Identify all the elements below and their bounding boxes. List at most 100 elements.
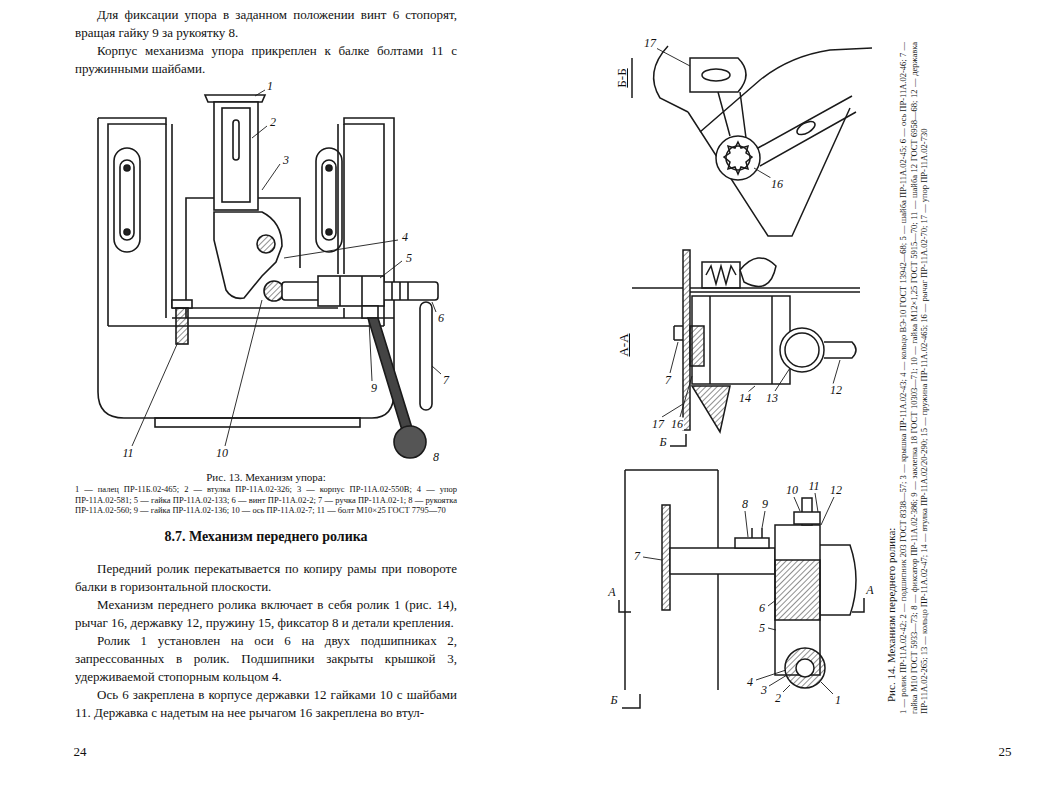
stop-mechanism-drawing-part [322, 160, 336, 240]
text-column: Рис. 14. Механизм переднего ролика:1 — р… [884, 42, 930, 714]
callout-number: 9 [370, 382, 378, 395]
roller-plan-view-part [625, 470, 718, 690]
callout-number: 7 [664, 374, 672, 387]
body-paragraph: Механизм переднего ролика включает в себ… [75, 596, 457, 632]
stop-mechanism-drawing-part [326, 229, 332, 235]
figure-caption-title: Рис. 14. Механизм переднего ролика: [884, 42, 898, 714]
roller-section-bb-part [688, 108, 850, 236]
roller-section-bb-part [718, 92, 746, 138]
callout-number: 2 [774, 692, 782, 705]
roller-plan-view-part [796, 659, 814, 677]
stop-mechanism-drawing-part [124, 229, 130, 235]
section-label: А-А [617, 332, 631, 357]
stop-mechanism-drawing-part [326, 165, 332, 171]
stop-mechanism-drawing-part [214, 102, 258, 210]
callout-number: 6 [437, 312, 445, 325]
stop-mechanism-drawing-part [205, 95, 265, 102]
roller-plan-view-part [643, 493, 834, 694]
callout-number: 3 [282, 154, 290, 167]
roller-section-bb-part [702, 69, 730, 81]
callout-number: 17 [651, 418, 665, 431]
page-number: 24 [74, 745, 87, 759]
callout-number: 10 [785, 484, 799, 497]
callout-number: А [607, 586, 616, 599]
roller-plan-view [619, 470, 864, 708]
section-label: Б-Б [615, 67, 629, 88]
text-column: Для фиксации упора в заданном положении … [75, 6, 457, 78]
body-paragraph: Передний ролик перекатывается по копиру … [75, 560, 457, 596]
roller-plan-view-part [752, 528, 762, 538]
stop-mechanism-drawing-part [222, 108, 250, 202]
roller-plan-view-part [619, 598, 864, 708]
roller-section-aa-part [824, 342, 856, 358]
callout-number: Б [658, 436, 667, 449]
parts-list: 1 — палец ПР-11Б.02-465; 2 — втулка ПР-1… [75, 484, 457, 516]
roller-plan-view-part [662, 505, 670, 610]
callout-number: 12 [829, 484, 843, 497]
body-paragraph: Для фиксации упора в заданном положении … [75, 6, 457, 42]
stop-mechanism-drawing-part [166, 124, 172, 318]
roller-plan-view-part [775, 560, 820, 620]
roller-section-aa [632, 250, 860, 446]
callout-number: 4 [746, 676, 754, 689]
roller-section-aa-part [690, 326, 704, 366]
callout-number: 6 [758, 602, 766, 615]
stop-mechanism-drawing-part [362, 306, 378, 318]
stop-mechanism-drawing-part [394, 426, 426, 458]
roller-section-aa-part [780, 328, 824, 372]
roller-section-bb-part [631, 58, 633, 98]
stop-mechanism-drawing-part [420, 302, 432, 410]
callout-number: 17 [643, 37, 657, 50]
stop-mechanism-drawing-part [98, 118, 166, 326]
stop-mechanism-drawing-part [155, 418, 360, 427]
callout-number: 7 [442, 374, 450, 387]
callout-number: 14 [738, 392, 752, 405]
roller-section-bb-part [716, 136, 760, 180]
roller-plan-view-part [735, 538, 769, 548]
roller-section-aa-part [740, 258, 776, 287]
parts-list: 1 — ролик ПР-11А.02-42; 2 — подшипник 20… [898, 42, 930, 714]
callout-number: 16 [670, 418, 684, 431]
roller-section-aa-part [662, 342, 840, 417]
roller-section-aa-part [702, 262, 740, 288]
roller-section-aa-part [706, 266, 736, 284]
stop-mechanism-drawing-part [233, 120, 239, 160]
stop-mechanism-drawing-part [114, 148, 140, 252]
stop-mechanism-drawing [98, 90, 441, 458]
callout-number: 9 [761, 498, 769, 511]
roller-section-aa-part [692, 386, 730, 432]
callout-number: А [865, 584, 874, 597]
stop-mechanism-drawing-part [368, 318, 412, 430]
callout-number: Б [609, 694, 618, 707]
roller-section-bb [632, 46, 872, 236]
roller-section-aa-part [632, 288, 860, 292]
roller-section-bb-part [656, 48, 771, 178]
callout-number: 10 [215, 447, 229, 460]
callout-number: 3 [760, 684, 768, 697]
callout-number: 11 [807, 480, 820, 493]
roller-section-bb-part [795, 119, 817, 138]
stop-mechanism-drawing-part [132, 90, 441, 446]
callout-number: 8 [432, 451, 440, 464]
stop-mechanism-drawing-part [340, 276, 362, 306]
section-heading: 8.7. Механизм переднего ролика [75, 528, 457, 546]
stop-mechanism-drawing-part [257, 235, 275, 253]
stop-mechanism-drawing-part [120, 160, 134, 240]
callout-number: 8 [741, 498, 749, 511]
callout-number: 4 [401, 231, 409, 244]
stop-mechanism-drawing-part [108, 308, 394, 326]
callout-number: 1 [266, 80, 274, 93]
body-paragraph: Корпус механизма упора прикреплен к балк… [75, 42, 457, 78]
page-number: 25 [999, 745, 1012, 759]
body-paragraph: Ось 6 закреплена в корпусе державки 12 г… [75, 686, 457, 722]
stop-mechanism-drawing-part [264, 281, 284, 301]
callout-number: 5 [405, 252, 413, 265]
roller-section-aa-part [670, 434, 686, 446]
roller-section-aa-part [692, 296, 790, 384]
roller-plan-view-part [785, 648, 825, 688]
callout-number: 7 [633, 550, 641, 563]
callout-number: 11 [121, 447, 134, 460]
roller-section-aa-part [710, 296, 772, 384]
roller-section-bb-part [758, 96, 856, 166]
